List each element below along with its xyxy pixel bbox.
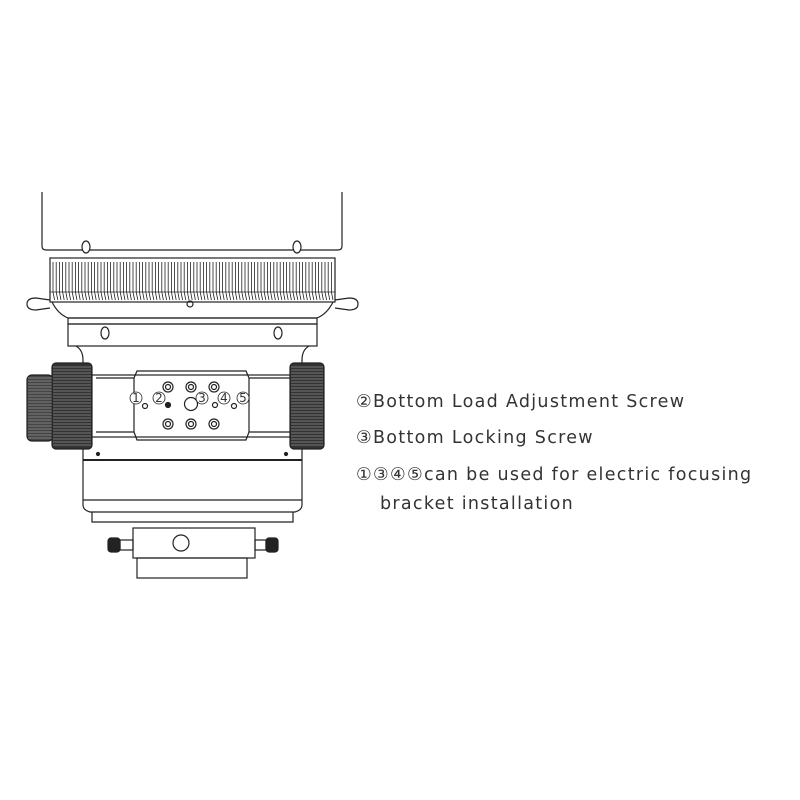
legend-text: Bottom Locking Screw	[373, 428, 594, 448]
bottom-mount	[107, 527, 279, 579]
circled-number-2: ②	[356, 392, 373, 412]
focus-gear-ring	[49, 257, 336, 308]
socket-screw	[162, 418, 174, 430]
callout-5: 5	[236, 391, 250, 405]
socket-screw	[208, 418, 220, 430]
collar-screw	[273, 326, 283, 340]
callout-4: 4	[217, 391, 231, 405]
circled-numbers-1345: ①③④⑤	[356, 465, 424, 485]
hole-5	[230, 402, 238, 410]
callout-number: 3	[198, 391, 206, 405]
legend-item-continuation: bracket installation	[380, 494, 574, 514]
socket-screw	[208, 381, 220, 393]
right-knob	[289, 362, 325, 450]
mount-knob-right	[265, 537, 279, 553]
callout-number: 1	[132, 391, 140, 405]
right-lever	[334, 297, 359, 311]
callout-number: 4	[220, 391, 228, 405]
plate-screws	[162, 381, 220, 430]
legend-item-3: ③Bottom Locking Screw	[356, 428, 594, 448]
left-knob	[26, 362, 93, 450]
legend-text: Bottom Load Adjustment Screw	[373, 392, 686, 412]
callout-2: 2	[152, 391, 166, 405]
socket-screw	[162, 381, 174, 393]
callout-number: 5	[239, 391, 247, 405]
legend-item-1345: ①③④⑤can be used for electric focusing	[356, 465, 752, 485]
left-lever	[26, 297, 51, 311]
mount-knob-left	[107, 537, 121, 553]
socket-screw	[185, 381, 197, 393]
mount-hole	[172, 534, 190, 552]
accessory-holes	[141, 396, 238, 412]
callout-number: 2	[155, 391, 163, 405]
hole-3	[183, 396, 199, 412]
mount-collar	[51, 301, 334, 368]
collar-screw	[100, 326, 110, 340]
hole-4	[211, 401, 219, 409]
callout-1: 1	[129, 391, 143, 405]
callout-3: 3	[195, 391, 209, 405]
legend-item-2: ②Bottom Load Adjustment Screw	[356, 392, 685, 412]
hole-2	[164, 401, 172, 409]
hole-1	[141, 402, 149, 410]
circled-number-3: ③	[356, 428, 373, 448]
socket-screw	[185, 418, 197, 430]
legend-text: can be used for electric focusing	[423, 465, 753, 485]
lower-body	[82, 449, 303, 523]
lens-barrel	[41, 192, 343, 254]
